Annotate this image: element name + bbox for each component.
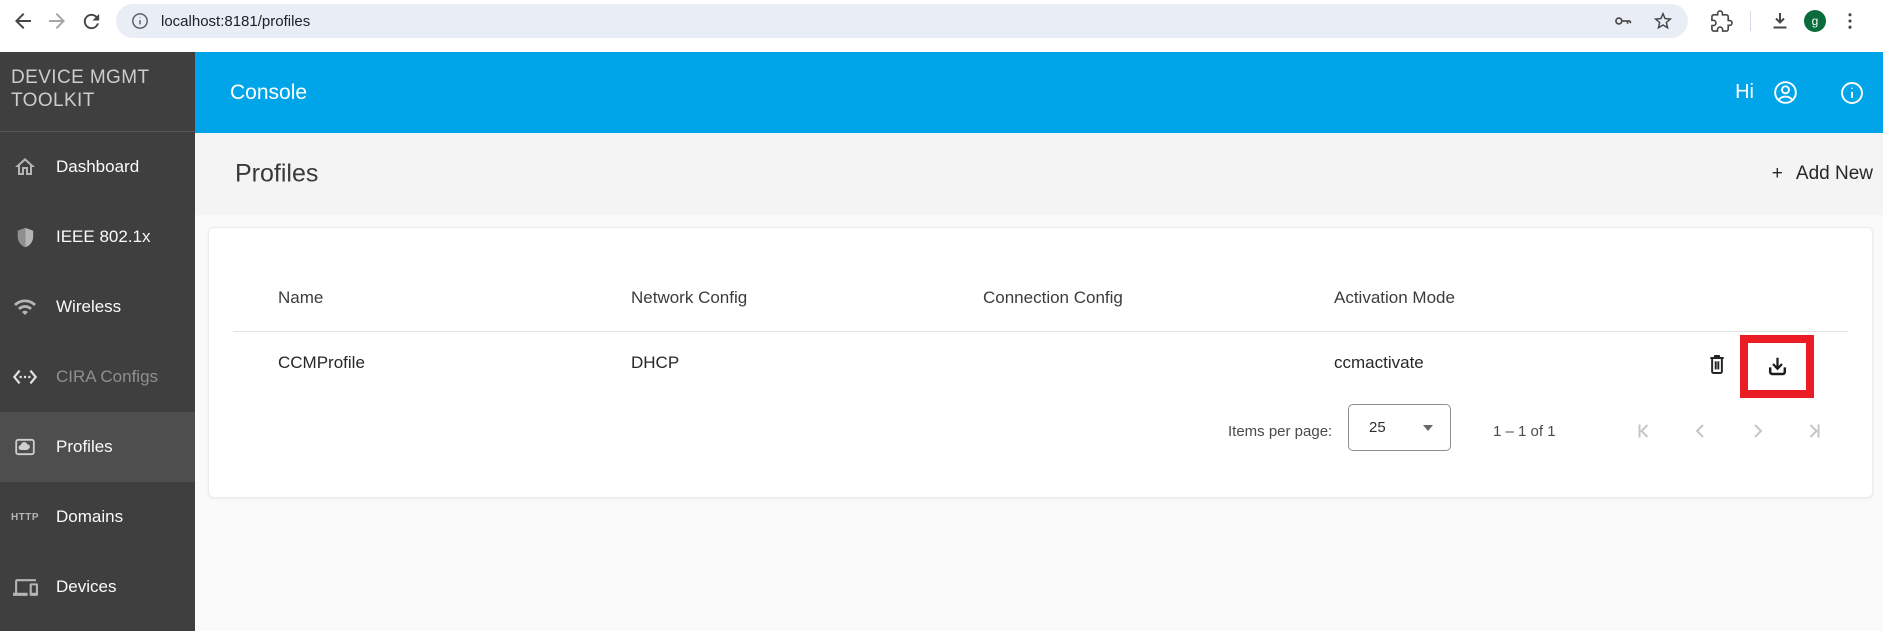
ethernet-code-icon bbox=[10, 364, 40, 390]
account-circle-icon[interactable] bbox=[1772, 79, 1799, 106]
app-title-line2: TOOLKIT bbox=[11, 90, 95, 111]
browser-forward-button[interactable] bbox=[40, 4, 74, 38]
sidebar-item-label: Devices bbox=[56, 577, 117, 596]
column-header-connection-config: Connection Config bbox=[983, 288, 1123, 307]
browser-profile-avatar[interactable]: g bbox=[1804, 10, 1826, 32]
sidebar-item-label: CIRA Configs bbox=[56, 367, 159, 386]
next-page-button[interactable] bbox=[1743, 417, 1771, 445]
home-icon bbox=[10, 155, 40, 179]
cell-activation-mode: ccmactivate bbox=[1334, 353, 1424, 372]
downloads-icon[interactable] bbox=[1763, 4, 1797, 38]
wifi-icon bbox=[10, 295, 40, 319]
browser-menu-icon[interactable] bbox=[1833, 4, 1867, 38]
sidebar-item-profiles[interactable]: Profiles bbox=[0, 412, 195, 482]
devices-icon bbox=[10, 575, 40, 600]
shield-icon bbox=[10, 226, 40, 249]
browser-back-button[interactable] bbox=[6, 4, 40, 38]
page-size-value: 25 bbox=[1369, 419, 1386, 436]
console-appbar: Console Hi bbox=[195, 52, 1883, 133]
table-header-divider bbox=[233, 331, 1848, 332]
page-header: Profiles + Add New bbox=[195, 133, 1883, 215]
extensions-puzzle-icon[interactable] bbox=[1704, 4, 1738, 38]
sidebar-item-domains[interactable]: HTTP Domains bbox=[0, 482, 195, 552]
bookmark-star-icon[interactable] bbox=[1652, 10, 1674, 32]
sidebar-item-ieee8021x[interactable]: IEEE 802.1x bbox=[0, 202, 195, 272]
add-new-label: Add New bbox=[1795, 163, 1873, 184]
sidebar-item-cira-configs[interactable]: CIRA Configs bbox=[0, 342, 195, 412]
sidebar-item-label: Domains bbox=[56, 507, 124, 526]
paginator bbox=[1631, 417, 1827, 445]
pagination-range-label: 1 – 1 of 1 bbox=[1493, 423, 1556, 440]
plus-icon: + bbox=[1771, 163, 1783, 184]
toolbar-divider bbox=[1750, 11, 1751, 31]
page-size-select[interactable]: 25 bbox=[1348, 404, 1451, 451]
address-bar[interactable]: localhost:8181/profiles bbox=[116, 4, 1688, 38]
sidebar-item-dashboard[interactable]: Dashboard bbox=[0, 132, 195, 202]
cell-network-config: DHCP bbox=[631, 353, 680, 372]
info-icon[interactable] bbox=[1839, 80, 1865, 106]
appbar-title: Console bbox=[230, 80, 308, 104]
app-title-line1: DEVICE MGMT bbox=[11, 67, 150, 88]
cloud-profile-icon bbox=[10, 435, 40, 459]
url-text[interactable]: localhost:8181/profiles bbox=[161, 12, 311, 30]
delete-profile-button[interactable] bbox=[1703, 350, 1731, 378]
password-key-icon[interactable] bbox=[1612, 10, 1634, 32]
sidebar-item-label: Dashboard bbox=[56, 157, 140, 176]
sidebar: DEVICE MGMT TOOLKIT Dashboard IEEE 802.1… bbox=[0, 52, 195, 631]
sidebar-item-label: Wireless bbox=[56, 297, 122, 316]
main-content: Name Network Config Connection Config Ac… bbox=[195, 215, 1883, 631]
sidebar-item-label: IEEE 802.1x bbox=[56, 227, 151, 246]
previous-page-button[interactable] bbox=[1687, 417, 1715, 445]
annotation-highlight-box bbox=[1740, 335, 1814, 398]
column-header-activation-mode: Activation Mode bbox=[1334, 288, 1455, 307]
site-info-icon[interactable] bbox=[130, 11, 150, 31]
sidebar-item-wireless[interactable]: Wireless bbox=[0, 272, 195, 342]
browser-reload-button[interactable] bbox=[74, 4, 108, 38]
last-page-button[interactable] bbox=[1799, 417, 1827, 445]
dropdown-caret-icon bbox=[1423, 424, 1433, 431]
browser-toolbar: localhost:8181/profiles bbox=[0, 0, 1883, 52]
column-header-name: Name bbox=[278, 288, 324, 307]
app-title: DEVICE MGMT TOOLKIT bbox=[0, 52, 195, 132]
download-profile-button[interactable] bbox=[1764, 353, 1791, 380]
column-header-network-config: Network Config bbox=[631, 288, 748, 307]
cell-profile-name: CCMProfile bbox=[278, 353, 365, 372]
greeting-text: Hi bbox=[1735, 81, 1754, 103]
sidebar-item-label: Profiles bbox=[56, 437, 113, 456]
profiles-table-card: Name Network Config Connection Config Ac… bbox=[208, 227, 1873, 498]
add-new-button[interactable]: + Add New bbox=[1772, 163, 1873, 185]
page-title: Profiles bbox=[235, 159, 319, 188]
http-icon: HTTP bbox=[10, 511, 40, 523]
items-per-page-label: Items per page: bbox=[1228, 423, 1333, 440]
sidebar-item-devices[interactable]: Devices bbox=[0, 552, 195, 622]
first-page-button[interactable] bbox=[1631, 417, 1659, 445]
